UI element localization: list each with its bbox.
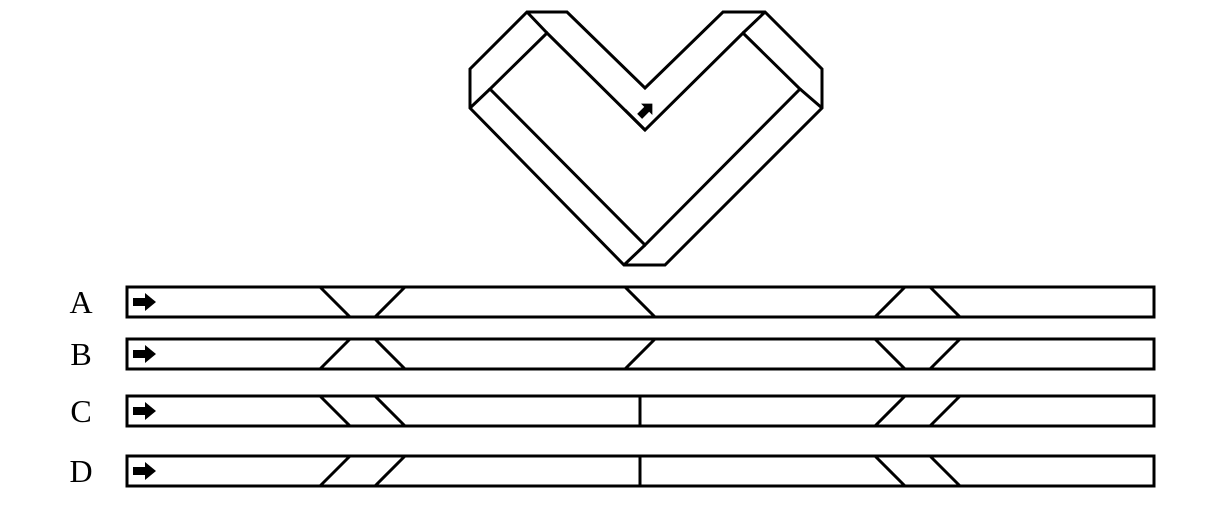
fold-line xyxy=(318,454,352,488)
heart-figure xyxy=(468,10,824,267)
option-label: B xyxy=(70,336,91,372)
fold-line xyxy=(928,337,962,371)
fold-line xyxy=(373,337,407,371)
fold-line xyxy=(318,394,352,428)
fold-line xyxy=(373,394,407,428)
option-label: C xyxy=(70,393,91,429)
fold-line xyxy=(318,337,352,371)
option-b[interactable]: B xyxy=(70,336,1156,372)
fold-line xyxy=(741,10,767,35)
fold-line xyxy=(623,285,657,319)
fold-line xyxy=(873,394,907,428)
fold-line xyxy=(318,285,352,319)
option-c[interactable]: C xyxy=(70,393,1156,429)
fold-line xyxy=(799,87,823,110)
arrow-icon xyxy=(133,462,156,480)
fold-line xyxy=(873,285,907,319)
option-label: D xyxy=(69,453,92,489)
fold-line xyxy=(373,454,407,488)
fold-line xyxy=(873,454,907,488)
arrow-icon xyxy=(637,103,653,119)
option-a[interactable]: A xyxy=(69,284,1156,320)
fold-line xyxy=(622,243,647,267)
fold-line xyxy=(928,454,962,488)
fold-line xyxy=(373,285,407,319)
heart-inner-outline xyxy=(487,30,803,248)
fold-line xyxy=(928,285,962,319)
option-label: A xyxy=(69,284,92,320)
fold-line xyxy=(468,87,492,110)
fold-line xyxy=(525,10,549,35)
option-d[interactable]: D xyxy=(69,453,1156,489)
fold-line xyxy=(623,108,647,132)
arrow-icon xyxy=(133,293,156,311)
fold-line xyxy=(623,337,657,371)
heart-outer-outline xyxy=(468,10,824,267)
arrow-icon xyxy=(133,402,156,420)
fold-line xyxy=(873,337,907,371)
fold-line xyxy=(928,394,962,428)
arrow-icon xyxy=(133,345,156,363)
